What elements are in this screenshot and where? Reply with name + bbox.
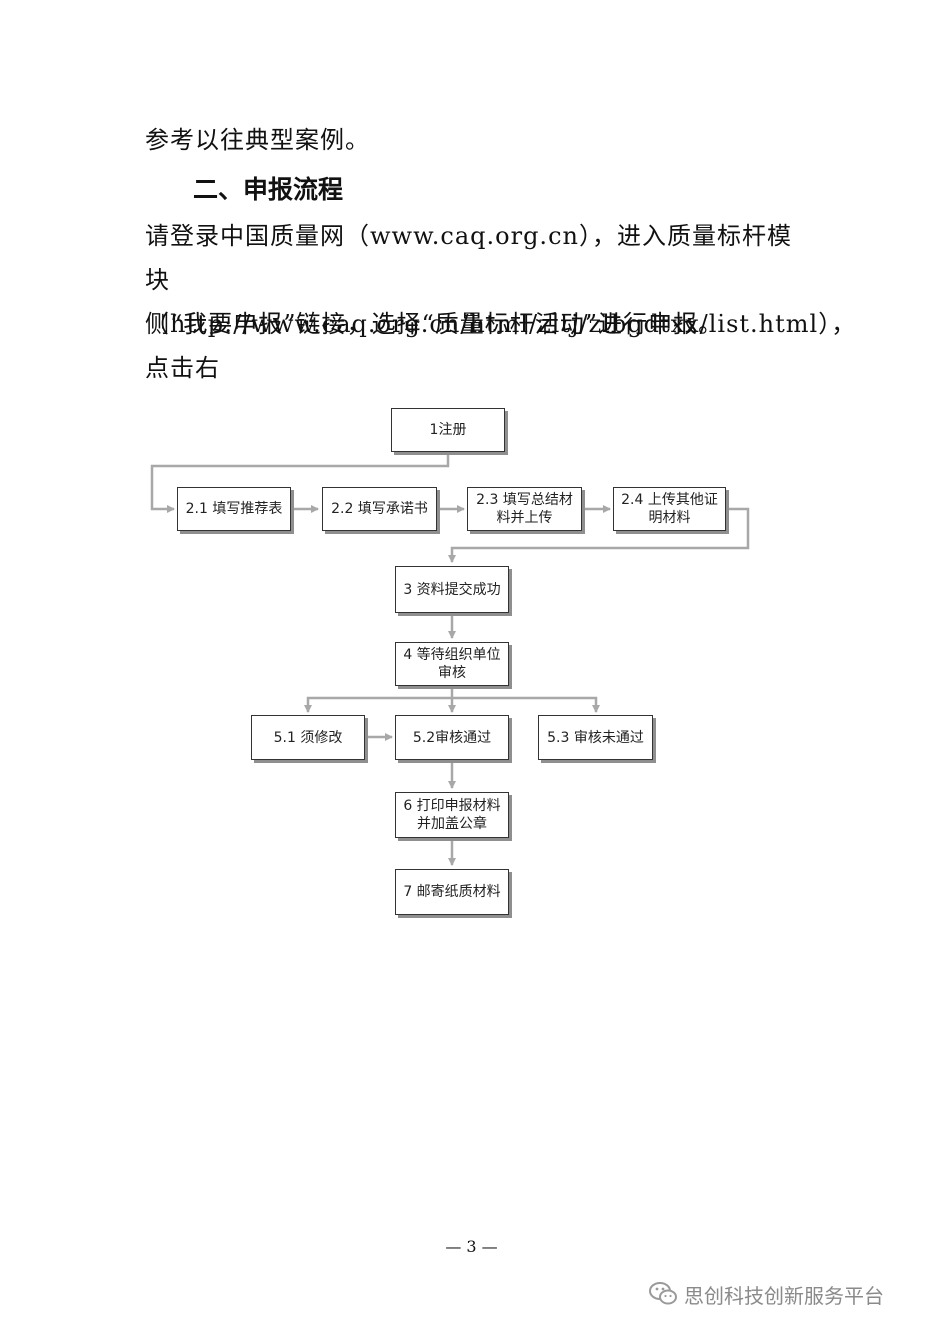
flow-step-3-submitted: 3 资料提交成功 <box>395 566 509 613</box>
flow-step-2-4-proof: 2.4 上传其他证明材料 <box>613 487 726 531</box>
paragraph-line-3: 侧“我要申报”链接，选择“质量标杆活动”进行申报。 <box>145 310 724 338</box>
paragraph-intro: 参考以往典型案例。 <box>145 126 370 154</box>
flow-step-2-2-commitment: 2.2 填写承诺书 <box>322 487 437 531</box>
connector-4-to-5-1 <box>304 696 452 713</box>
flow-step-6-print-stamp: 6 打印申报材料并加盖公章 <box>395 792 509 838</box>
brand-watermark: 思创科技创新服务平台 <box>648 1280 884 1308</box>
paragraph-line-1: 请登录中国质量网（www.caq.org.cn），进入质量标杆模 <box>145 222 792 250</box>
flow-step-1-register: 1注册 <box>391 408 505 452</box>
brand-name: 思创科技创新服务平台 <box>684 1283 884 1308</box>
connector-4-to-5-3 <box>452 696 600 713</box>
wechat-icon <box>649 1282 677 1305</box>
flow-step-4-review: 4 等待组织单位审核 <box>395 642 509 686</box>
connector-1-to-2-1 <box>150 452 450 513</box>
flow-step-7-mail: 7 邮寄纸质材料 <box>395 869 509 915</box>
flow-step-2-3-summary: 2.3 填写总结材料并上传 <box>467 487 582 531</box>
page-number: — 3 — <box>445 1237 498 1256</box>
flow-step-5-2-approved: 5.2审核通过 <box>395 715 509 760</box>
flow-step-5-3-rejected: 5.3 审核未通过 <box>538 715 653 760</box>
paragraph-line-2: 块（http://www.caq.org.cn/html/zltj/zlbgdt… <box>145 266 857 382</box>
flow-step-5-1-revise: 5.1 须修改 <box>251 715 365 760</box>
section-heading: 二、申报流程 <box>193 175 344 204</box>
flow-step-2-1-recommendation: 2.1 填写推荐表 <box>177 487 291 531</box>
connector-2-4-to-3 <box>448 507 750 563</box>
